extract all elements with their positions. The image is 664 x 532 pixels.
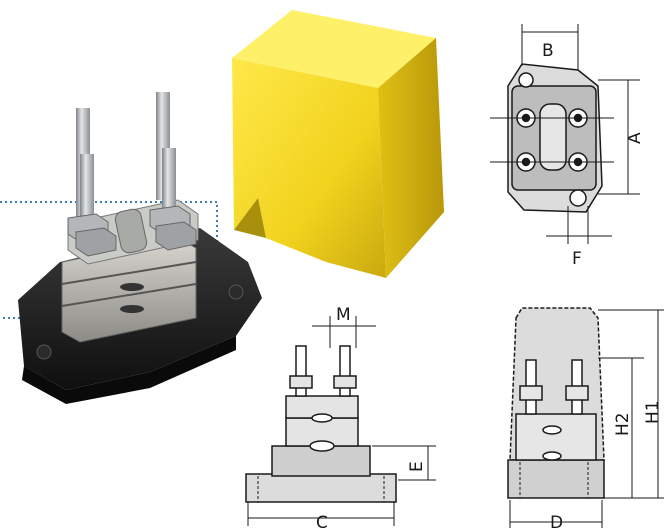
cover-side-face	[378, 38, 444, 278]
mount-hole	[569, 189, 587, 207]
side-view-drawing	[507, 307, 664, 528]
top-view-drawing	[490, 24, 640, 244]
base-screw-hole	[36, 344, 52, 360]
stud-front	[339, 345, 351, 397]
side-base	[507, 459, 605, 499]
stud-front	[295, 345, 307, 397]
dim-label-a: A	[625, 132, 645, 144]
dim-label-h1: H1	[643, 400, 663, 424]
dim-label-h2: H2	[613, 412, 633, 436]
dim-label-f: F	[572, 249, 582, 269]
front-base	[245, 473, 397, 503]
cover-top-face	[232, 10, 436, 88]
cover-front-face	[232, 58, 386, 278]
base-screw-hole	[228, 284, 244, 300]
mount-hole	[518, 72, 534, 88]
dim-label-c: C	[316, 513, 328, 532]
terminal-block-photo	[0, 92, 262, 404]
hex-nut	[155, 221, 197, 251]
front-view-drawing	[245, 316, 436, 526]
dim-label-m: M	[336, 305, 351, 325]
dim-label-e: E	[407, 461, 427, 472]
hex-nut	[75, 227, 117, 257]
dim-label-d: D	[550, 513, 563, 532]
dim-label-b: B	[542, 41, 554, 61]
yellow-cover-photo	[232, 10, 444, 278]
